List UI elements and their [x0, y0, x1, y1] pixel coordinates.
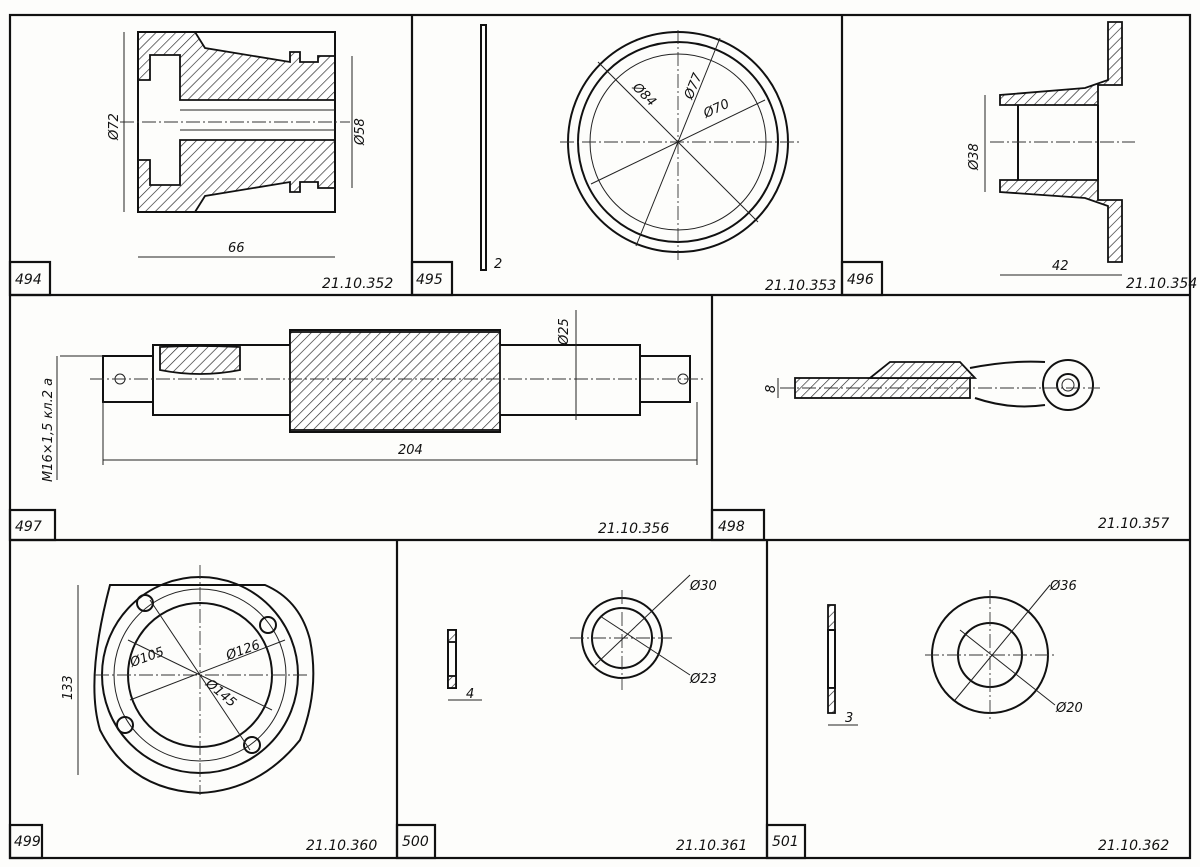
dim-text: 133 — [61, 675, 76, 700]
dim-text: M16×1,5 кл.2 а — [41, 378, 56, 482]
part-number: 499 — [14, 834, 41, 850]
part-496: 496 21.10.354 Ø38 42 — [840, 21, 1197, 297]
dim-text: 2 — [494, 257, 502, 272]
dim-text: Ø72 — [107, 113, 122, 141]
dim-text: Ø84 — [628, 80, 658, 110]
dim-text: Ø23 — [689, 672, 717, 687]
part-498: 498 21.10.357 8 — [710, 359, 1169, 542]
dim-text: 8 — [764, 385, 779, 393]
dim-text: Ø58 — [353, 118, 368, 146]
part-code: 21.10.360 — [306, 838, 377, 854]
grid-frames — [8, 13, 1192, 860]
part-code: 21.10.357 — [1098, 516, 1169, 532]
dim-text: Ø126 — [223, 638, 262, 664]
part-number: 500 — [402, 834, 429, 850]
dim-text: Ø77 — [681, 70, 706, 102]
part-number: 498 — [718, 519, 745, 535]
dim-text: 4 — [466, 687, 474, 702]
part-code: 21.10.353 — [765, 278, 836, 294]
part-code: 21.10.354 — [1126, 276, 1197, 292]
part-number: 497 — [15, 519, 42, 535]
part-number: 496 — [847, 272, 874, 288]
part-494: 494 21.10.352 Ø72 Ø58 66 — [8, 31, 393, 297]
dim-text: Ø36 — [1049, 579, 1077, 594]
part-code: 21.10.352 — [322, 276, 393, 292]
part-number: 495 — [416, 272, 443, 288]
part-code: 21.10.361 — [676, 838, 747, 854]
part-500: 500 21.10.361 4 Ø30 Ø23 — [395, 574, 747, 860]
part-number: 494 — [15, 272, 42, 288]
dim-text: 204 — [398, 443, 423, 458]
part-code: 21.10.362 — [1098, 838, 1169, 854]
dim-text: 66 — [228, 241, 245, 256]
part-499: 499 21.10.360 133 Ø105 Ø126 Ø145 — [8, 565, 377, 860]
part-495: 495 21.10.353 2 Ø84 Ø77 Ø70 — [410, 24, 836, 297]
part-number: 501 — [772, 834, 799, 850]
dim-text: Ø20 — [1055, 701, 1083, 716]
part-497: 497 21.10.356 M16×1,5 кл.2 а 204 Ø25 — [8, 310, 705, 542]
part-code: 21.10.356 — [598, 521, 669, 537]
dim-text: Ø25 — [557, 318, 572, 346]
dim-text: Ø30 — [689, 579, 717, 594]
dim-text: Ø38 — [967, 143, 982, 171]
part-501: 501 21.10.362 3 Ø36 Ø20 — [765, 579, 1169, 860]
dim-text: 42 — [1052, 259, 1069, 274]
dim-text: 3 — [845, 711, 853, 726]
